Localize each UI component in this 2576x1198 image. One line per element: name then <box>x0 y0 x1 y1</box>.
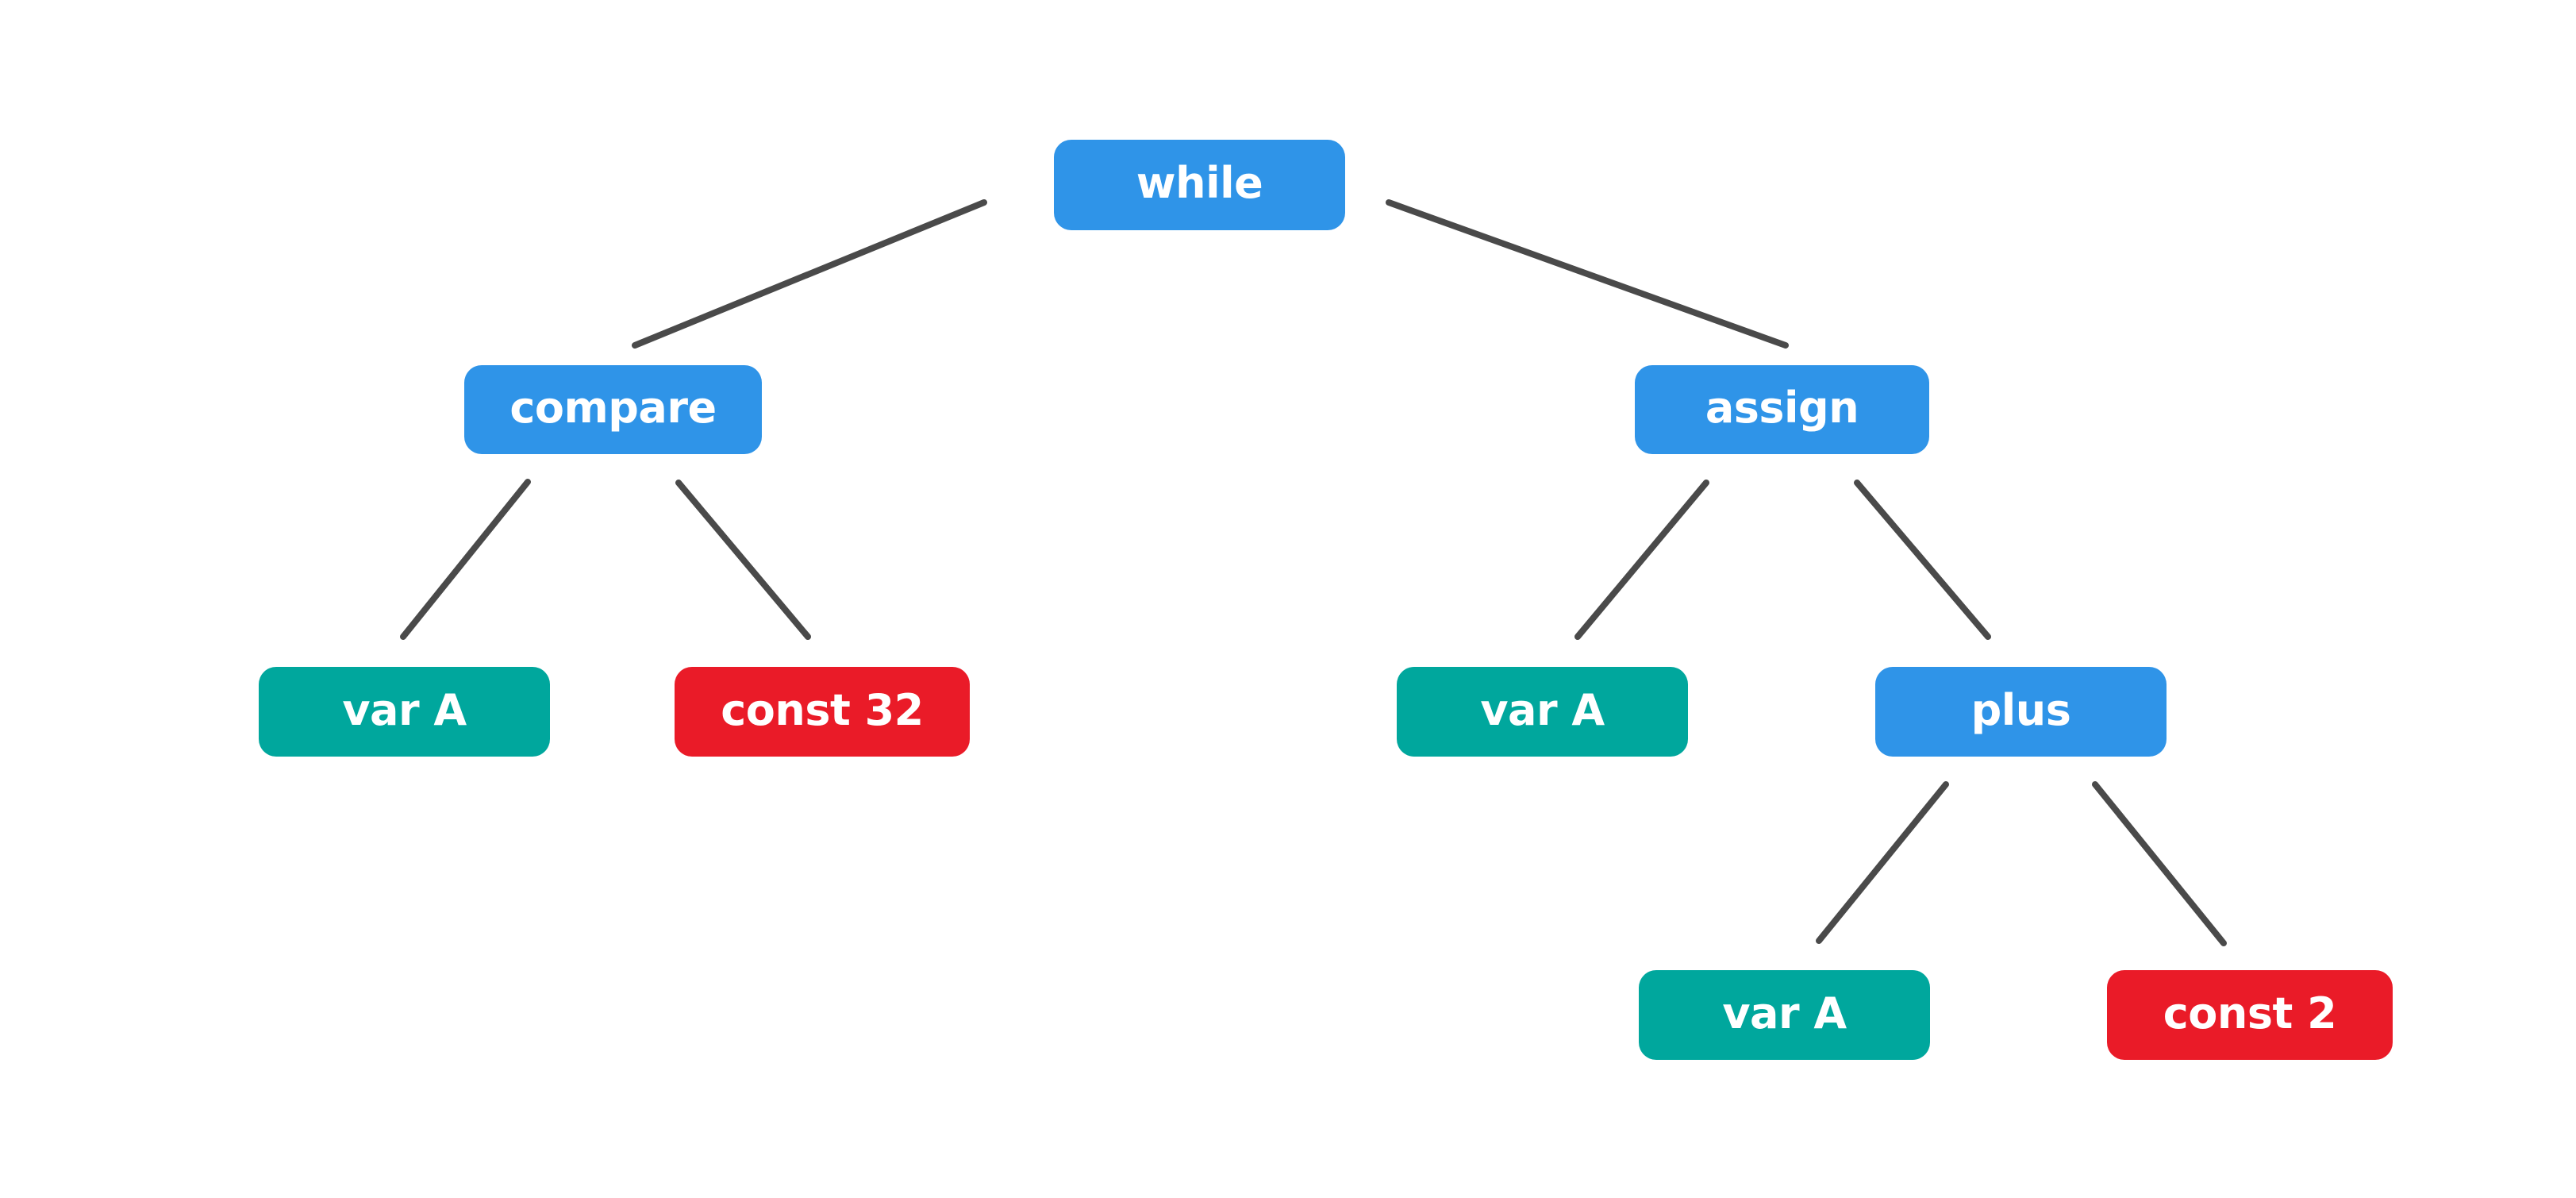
node-assign[interactable]: assign <box>1635 365 1929 454</box>
node-compare[interactable]: compare <box>464 365 762 454</box>
node-var-a-plus-operand-label: var A <box>1722 988 1847 1038</box>
edge-plus-to-const2 <box>2092 781 2227 946</box>
node-while[interactable]: while <box>1054 140 1345 230</box>
edge-assign-to-varA2 <box>1574 480 1709 640</box>
edge-while-to-assign <box>1386 199 1789 349</box>
node-const-32-label: const 32 <box>721 684 924 735</box>
node-var-a-compare-operand-label: var A <box>342 684 467 735</box>
node-plus[interactable]: plus <box>1875 667 2167 757</box>
node-var-a-compare-operand[interactable]: var A <box>259 667 550 757</box>
node-var-a-plus-operand[interactable]: var A <box>1639 970 1930 1060</box>
edge-assign-to-plus <box>1854 480 1991 640</box>
node-var-a-assign-target-label: var A <box>1480 684 1605 735</box>
edge-compare-to-varA1 <box>400 479 531 640</box>
node-const-2-label: const 2 <box>2163 988 2337 1038</box>
node-compare-label: compare <box>509 383 717 433</box>
edge-plus-to-varA3 <box>1816 781 1949 944</box>
edge-compare-to-const32 <box>675 480 811 640</box>
node-const-2[interactable]: const 2 <box>2107 970 2393 1060</box>
node-while-label: while <box>1136 158 1263 208</box>
node-const-32[interactable]: const 32 <box>675 667 970 757</box>
node-plus-label: plus <box>1970 684 2071 735</box>
edge-while-to-compare <box>632 199 987 349</box>
node-var-a-assign-target[interactable]: var A <box>1397 667 1688 757</box>
node-assign-label: assign <box>1705 383 1859 433</box>
